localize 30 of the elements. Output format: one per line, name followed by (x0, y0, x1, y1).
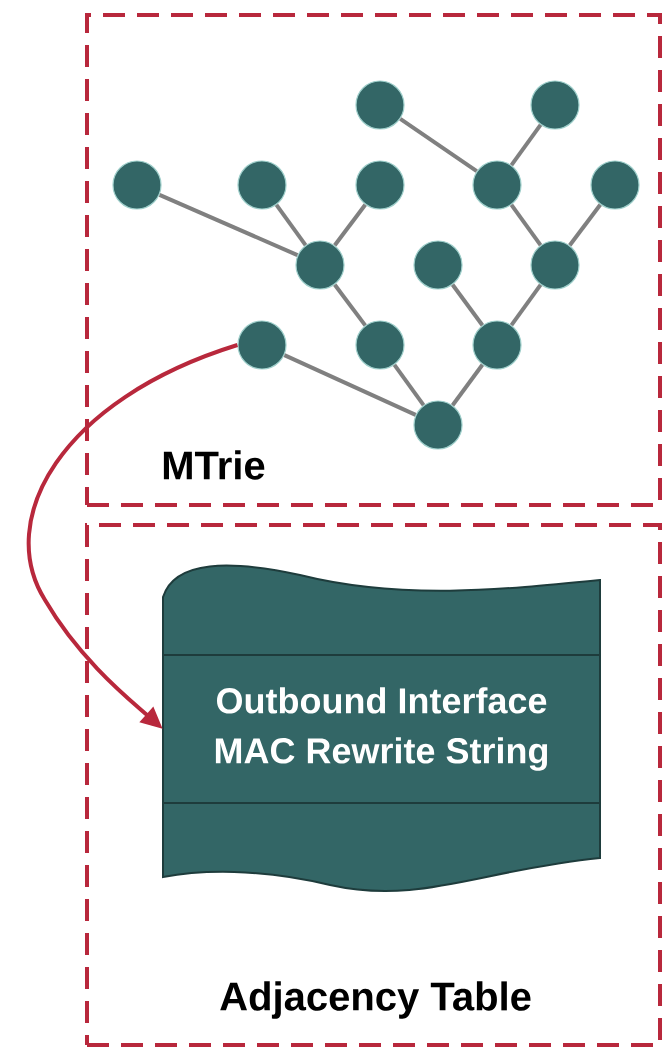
tree-branch (509, 203, 543, 247)
tree-node-circle (530, 80, 580, 130)
tree-branch (568, 203, 602, 247)
tree-node-circle (237, 320, 287, 370)
tree-node-circle (355, 80, 405, 130)
tree-branch (399, 117, 478, 173)
tree-branch (274, 203, 308, 247)
tree-branch (392, 363, 426, 407)
tree-node-circle (413, 240, 463, 290)
tree-node-circle (530, 240, 580, 290)
frame-title: Adjacency Table (220, 981, 531, 1019)
tree-branch (451, 363, 484, 407)
tree-node-circle (355, 160, 405, 210)
tree-node-circle (413, 400, 463, 450)
tree-node-circle (112, 160, 162, 210)
tree-branch (333, 203, 367, 247)
tree-node-circle (295, 240, 345, 290)
tree-branch (283, 353, 417, 417)
tree-node-circle (472, 320, 522, 370)
tree-branch (509, 283, 543, 327)
tree-branch (451, 283, 484, 327)
tree-branch (509, 123, 543, 167)
tree-branch (158, 193, 299, 257)
tree-branch (333, 283, 367, 327)
tree-node-circle (355, 320, 405, 370)
table-record: Outbound Interface MAC Rewrite String (162, 564, 601, 892)
tree-node-circle (590, 160, 640, 210)
tree-node-circle (237, 160, 287, 210)
frame-title: MTrie (163, 450, 265, 480)
tree-node-circle (472, 160, 522, 210)
